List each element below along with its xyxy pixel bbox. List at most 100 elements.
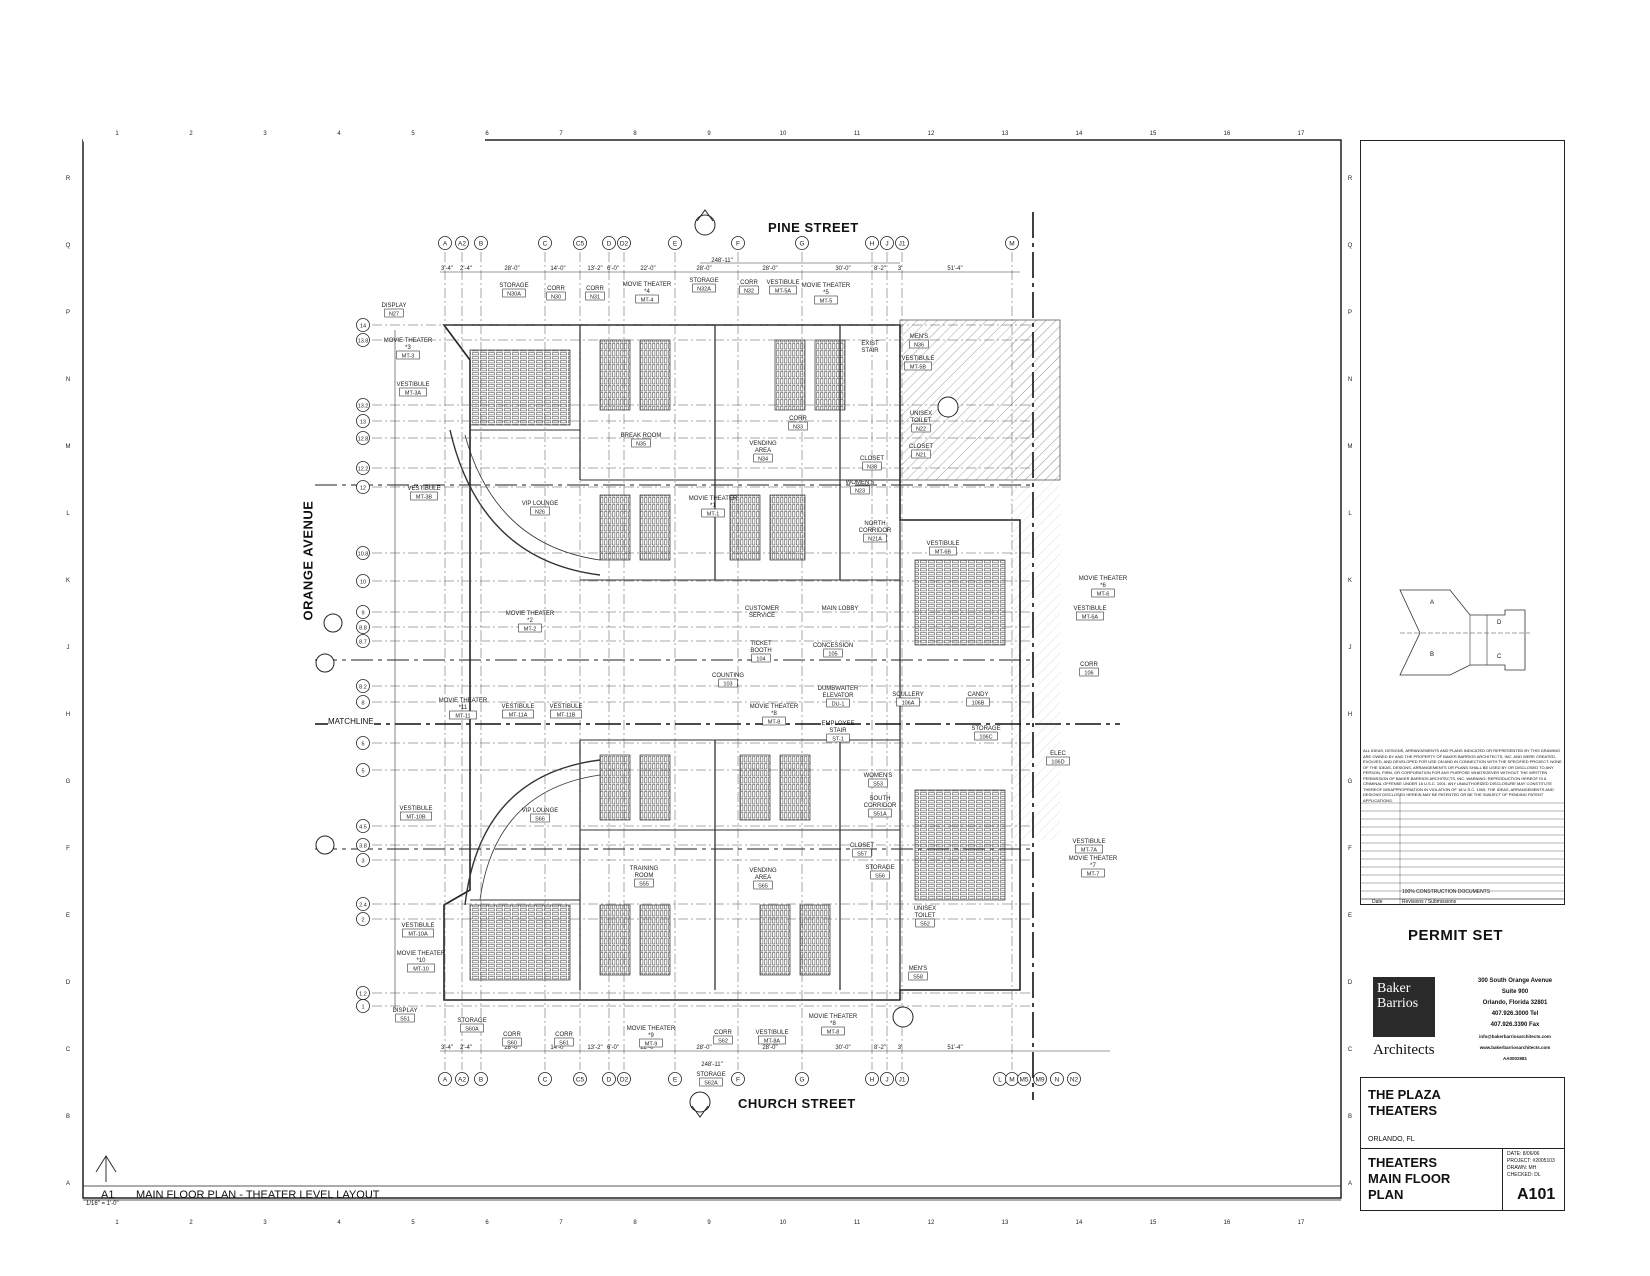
matchline-label: MATCHLINE <box>328 717 374 726</box>
north-arrow-icon <box>95 1155 117 1182</box>
room-number: MT-10 <box>413 967 429 973</box>
grid-bubble <box>795 236 809 250</box>
grid-row-label: 12 <box>360 486 366 492</box>
grid-bubble <box>1005 236 1019 250</box>
room-name: MOVIE THEATER <box>689 496 738 502</box>
meta-date-label: DATE: <box>1507 1151 1522 1157</box>
frame-letter-right: M <box>1348 444 1353 450</box>
dimension-text-bottom: 2'-4" <box>460 1045 472 1051</box>
room-name: COUNTING <box>712 673 744 679</box>
grid-row-bubble <box>356 605 370 619</box>
dimension-text: 3'-4" <box>441 266 453 272</box>
grid-bubble-label: N2 <box>1070 1077 1079 1084</box>
dimension-text-bottom: 8'-2" <box>874 1045 886 1051</box>
room-number: MT-1 <box>707 512 720 518</box>
room-number: 103 <box>723 682 732 688</box>
revision-entry: 100% CONSTRUCTION DOCUMENTS <box>1402 889 1491 895</box>
frame-number-top: 9 <box>707 131 711 137</box>
grid-bubble-label: M <box>1009 241 1014 248</box>
dimension-text: 13'-2" <box>587 266 602 272</box>
copyright-notice: ALL IDEAS, DESIGNS, ARRANGEMENTS AND PLA… <box>1363 748 1562 803</box>
room-number: S62A <box>704 1081 718 1087</box>
grid-row-bubble <box>356 574 370 588</box>
grid-bubble-label: A <box>443 1077 448 1084</box>
grid-row-bubble <box>356 736 370 750</box>
grid-row-bubble <box>356 414 370 428</box>
dimension-text-bottom: 51'-4" <box>947 1045 962 1051</box>
building-outline <box>442 324 1021 1001</box>
room-number: MT-11B <box>557 713 576 719</box>
grid-bubble <box>880 236 894 250</box>
room-name: TOILET <box>915 913 936 919</box>
street-west-label: ORANGE AVENUE <box>300 500 316 621</box>
grid-bubble-label: D <box>607 1077 612 1084</box>
frame-number-bottom: 4 <box>337 1220 341 1226</box>
frame-letter-left: M <box>66 444 71 450</box>
room-label: MOVIE THEATER*3MT-3 <box>384 338 433 360</box>
frame-letter-right: B <box>1348 1114 1352 1120</box>
room-name: VIP LOUNGE <box>522 501 559 507</box>
room-number: MT-10B <box>406 815 426 821</box>
room-name: AREA <box>755 875 771 881</box>
room-name: *6 <box>1100 583 1106 589</box>
grid-bubble-label: E <box>673 241 678 248</box>
dimension-text: 2'-4" <box>460 266 472 272</box>
room-number: N21A <box>868 537 882 543</box>
grid-row-label: 13.8 <box>358 339 369 345</box>
grid-row-label: 12.2 <box>358 467 369 473</box>
project-name-line-2: THEATERS <box>1368 1103 1438 1118</box>
frame-number-bottom: 10 <box>780 1220 787 1226</box>
room-name: WOMEN'S <box>846 480 875 486</box>
room-number: N21 <box>916 453 926 459</box>
room-number: N33 <box>793 425 803 431</box>
room-name: *8 <box>771 711 777 717</box>
room-number: MT-8A <box>764 1039 781 1045</box>
frame-number-bottom: 17 <box>1298 1220 1305 1226</box>
meta-drawn-label: DRAWN: <box>1507 1165 1528 1171</box>
room-name: *11 <box>459 705 468 711</box>
room-name: ROOM <box>635 873 654 879</box>
room-name: UNISEX <box>914 906 936 912</box>
room-name: ELEVATOR <box>822 693 854 699</box>
room-name: BREAK ROOM <box>621 433 662 439</box>
grid-row-bubble <box>356 333 370 347</box>
meta-drawn: MH <box>1528 1165 1537 1171</box>
dimension-text-bottom: 28'-0" <box>762 1045 777 1051</box>
room-name: CANDY <box>967 692 988 698</box>
room-name: MOVIE THEATER <box>506 611 555 617</box>
room-name: DISPLAY <box>382 303 407 309</box>
frame-letter-left: D <box>66 980 71 986</box>
room-number: N22 <box>916 427 926 433</box>
grid-bubble <box>895 236 909 250</box>
room-number: S52 <box>920 922 930 928</box>
logo-baker: Baker <box>1377 981 1411 996</box>
grid-bubble-label: C5 <box>576 241 585 248</box>
room-number: S62 <box>718 1039 728 1045</box>
frame-letter-left: L <box>66 511 70 517</box>
address-line-3: Orlando, Florida 32801 <box>1482 1000 1548 1006</box>
grid-bubble-label: H <box>870 1077 875 1084</box>
frame-letter-right: D <box>1348 980 1353 986</box>
frame-number-top: 7 <box>559 131 563 137</box>
grid-row-bubble <box>356 634 370 648</box>
room-name: STORAGE <box>696 1072 725 1078</box>
grid-bubble <box>538 236 552 250</box>
room-number: S58 <box>913 975 923 981</box>
phone: 407.926.3000 Tel <box>1491 1011 1539 1017</box>
grid-row-bubble <box>356 318 370 332</box>
firm-logo: Baker Barrios Architects <box>1373 977 1458 1070</box>
grid-row-label: 2.4 <box>359 903 367 909</box>
room-number: MT-6 <box>1097 592 1110 598</box>
room-name: VESTIBULE <box>399 806 432 812</box>
room-number: DU-1 <box>832 702 845 708</box>
grid-bubble <box>1050 1072 1064 1086</box>
grid-row-label: 13 <box>360 420 366 426</box>
grid-bubble <box>438 1072 452 1086</box>
